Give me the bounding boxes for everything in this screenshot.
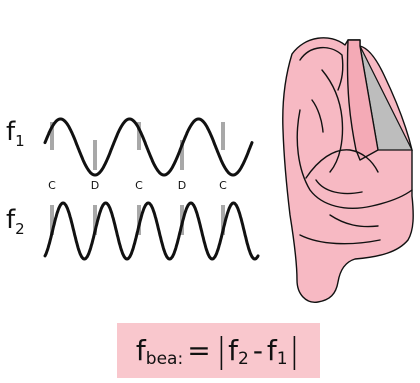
ear-antihelix <box>321 69 344 173</box>
f1-wave <box>43 117 254 177</box>
beat-frequency-formula: f bea: = | f 2 - f 1 | <box>117 323 320 378</box>
ear-concha-curve <box>296 109 413 209</box>
f2-symbol: f <box>6 205 16 235</box>
formula-a-symbol: f <box>228 334 238 367</box>
formula-a-subscript: 2 <box>237 348 249 369</box>
ear-tragus <box>346 39 379 161</box>
ear-antihelix-fold <box>311 99 324 133</box>
formula-equals: = <box>187 334 211 367</box>
formula-b-subscript: 1 <box>276 348 288 369</box>
ear-concha-upper <box>305 149 379 179</box>
f2-wave <box>43 201 260 261</box>
f1-symbol: f <box>6 117 16 147</box>
f1-subscript: 1 <box>15 132 25 150</box>
formula-b-symbol: f <box>266 334 277 367</box>
ear-lower-fold <box>329 214 379 228</box>
marker-label-2: C <box>135 179 143 192</box>
formula-minus: - <box>252 334 263 367</box>
ear-helix-rim <box>299 47 344 91</box>
formula-lhs-subscript: bea: <box>145 348 184 369</box>
marker-label-0: C <box>48 179 56 192</box>
marker-label-4: C <box>219 179 227 192</box>
formula-lhs-symbol: f <box>135 334 146 367</box>
abs-bar-left: | <box>215 330 228 371</box>
marker-label-1: D <box>91 179 99 192</box>
ear-illustration <box>282 37 414 303</box>
marker-label-3: D <box>178 179 186 192</box>
ear-lobe-line <box>299 234 381 245</box>
f2-label: f2 <box>6 205 25 238</box>
f1-label: f1 <box>6 117 25 150</box>
abs-bar-right: | <box>288 330 301 371</box>
f2-subscript: 2 <box>15 220 25 238</box>
ear-concha-inner <box>315 179 363 195</box>
